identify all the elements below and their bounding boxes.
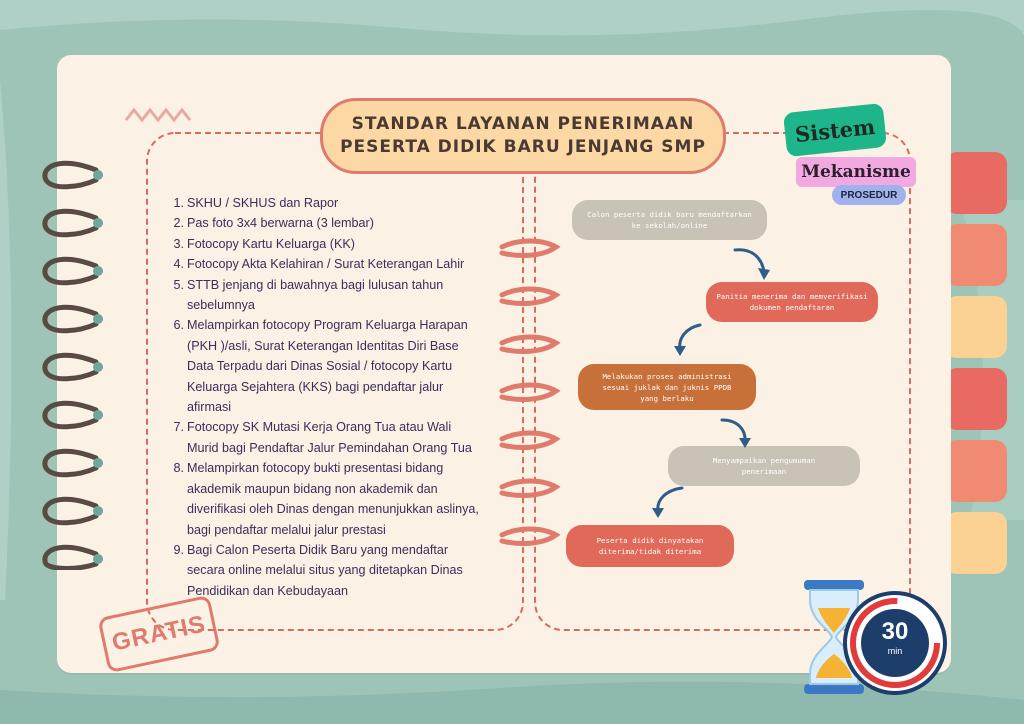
requirement-line: Murid bagi Pendaftar Jalur Pemindahan Or… — [170, 438, 510, 458]
flow-step-text: ke sekolah/online — [631, 221, 708, 230]
requirement-line: afirmasi — [170, 397, 510, 417]
requirement-text: Pas foto 3x4 berwarna (3 lembar) — [187, 216, 374, 231]
flow-step-text: sesuai juklak dan juknis PPDB — [602, 382, 732, 392]
requirement-text: Fotocopy Kartu Keluarga (KK) — [187, 236, 355, 251]
timer-value: 30 — [881, 618, 909, 645]
requirement-line: 8.Melampirkan fotocopy bukti presentasi … — [170, 458, 510, 478]
requirement-number: 5. — [173, 277, 184, 292]
requirement-text: sebelumnya — [187, 298, 255, 313]
requirement-line: diverifikasi oleh Dinas dengan menunjukk… — [170, 499, 510, 519]
flow-step-text: Panitia menerima dan memverifikasi — [716, 292, 868, 301]
requirement-line: secara online melalui situs yang ditetap… — [170, 560, 510, 580]
requirement-line: Data Terpadu dari Dinas Sosial / fotocop… — [170, 356, 510, 376]
prosedur-badge: PROSEDUR — [832, 185, 906, 205]
timer-icon — [843, 591, 947, 695]
requirement-line: 2.Pas foto 3x4 berwarna (3 lembar) — [170, 213, 510, 233]
requirement-text: Pendidikan dan Kebudayaan — [187, 583, 349, 598]
requirement-text: Murid bagi Pendaftar Jalur Pemindahan Or… — [187, 440, 472, 455]
requirement-number: 1. — [173, 196, 184, 210]
requirement-text: Melampirkan fotocopy Program Keluarga Ha… — [187, 318, 468, 333]
requirement-line: Keluarga Sejahtera (KKS) bagi pendaftar … — [170, 377, 510, 397]
flow-step-text: Peserta didik dinyatakan — [596, 536, 704, 545]
requirement-line: 1.SKHU / SKHUS dan Rapor — [170, 193, 510, 213]
tab-red-2[interactable] — [945, 368, 1007, 430]
requirement-line: bagi pendaftar melalui jalur prestasi — [170, 520, 510, 540]
flow-step-text: dokumen pendaftaran — [749, 303, 835, 312]
requirement-line: 9.Bagi Calon Peserta Didik Baru yang men… — [170, 540, 510, 560]
requirement-text: Fotocopy Akta Kelahiran / Surat Keterang… — [187, 257, 465, 272]
mekanisme-badge: Mekanisme — [796, 157, 916, 187]
requirement-text: Data Terpadu dari Dinas Sosial / fotocop… — [187, 359, 453, 374]
timer-unit: min — [887, 646, 903, 656]
requirement-number: 4. — [173, 257, 184, 272]
flow-step-text: penerimaan — [741, 467, 787, 476]
requirement-text: Keluarga Sejahtera (KKS) bagi pendaftar … — [187, 379, 444, 394]
flow-step-text: Melakukan proses administrasi — [602, 371, 732, 381]
requirement-line: 4.Fotocopy Akta Kelahiran / Surat Ketera… — [170, 254, 510, 274]
requirement-number: 2. — [173, 216, 184, 231]
requirement-text: afirmasi — [187, 400, 232, 415]
flow-step-2: Panitia menerima dan memverifikasi dokume… — [706, 282, 878, 322]
flow-step-text: Calon peserta didik baru mendaftarkan — [587, 210, 752, 219]
requirement-text: bagi pendaftar melalui jalur prestasi — [187, 522, 386, 537]
requirement-number: 8. — [173, 461, 184, 476]
title-line-1: STANDAR LAYANAN PENERIMAAN — [351, 114, 695, 134]
requirement-line: 6.Melampirkan fotocopy Program Keluarga … — [170, 315, 510, 335]
requirement-text: Melampirkan fotocopy bukti presentasi bi… — [187, 461, 444, 476]
requirement-number: 7. — [173, 420, 184, 435]
requirement-line: akademik maupun bidang non akademik dan — [170, 479, 510, 499]
tab-salmon[interactable] — [945, 224, 1007, 286]
flow-step-5: Peserta didik dinyatakan diterima/tidak d… — [566, 525, 734, 567]
flow-step-text: yang berlaku — [640, 393, 694, 403]
requirement-line: 7.Fotocopy SK Mutasi Kerja Orang Tua ata… — [170, 417, 510, 437]
requirement-text: diverifikasi oleh Dinas dengan menunjukk… — [187, 502, 479, 517]
requirement-text: (PKH )/asli, Surat Keterangan Identitas … — [187, 338, 459, 353]
hourglass-icon — [804, 580, 864, 694]
requirement-number: 3. — [173, 236, 184, 251]
flow-step-1: Calon peserta didik baru mendaftarkan ke … — [572, 200, 767, 240]
flow-step-4: Menyampaikan pengumuman penerimaan — [668, 446, 860, 486]
flow-step-text: Menyampaikan pengumuman — [712, 456, 816, 465]
requirement-line: 5.STTB jenjang di bawahnya bagi lulusan … — [170, 275, 510, 295]
requirement-number: 6. — [173, 318, 184, 333]
requirement-text: akademik maupun bidang non akademik dan — [187, 481, 438, 496]
requirement-text: SKHU / SKHUS dan Rapor — [187, 196, 339, 210]
center-binding — [499, 238, 561, 546]
title-line-2: PESERTA DIDIK BARU JENJANG SMP — [340, 137, 706, 157]
gratis-label: GRATIS — [109, 610, 209, 657]
requirement-line: sebelumnya — [170, 295, 510, 315]
requirement-line: 3.Fotocopy Kartu Keluarga (KK) — [170, 234, 510, 254]
arrow-1 — [733, 248, 766, 274]
flow-step-text: diterima/tidak diterima — [598, 547, 702, 556]
requirement-number: 9. — [173, 542, 184, 557]
requirement-line: Pendidikan dan Kebudayaan — [170, 581, 510, 601]
requirement-text: STTB jenjang di bawahnya bagi lulusan ta… — [187, 277, 444, 292]
tab-salmon-2[interactable] — [945, 440, 1007, 502]
requirement-text: Bagi Calon Peserta Didik Baru yang menda… — [187, 542, 449, 557]
zigzag-decoration — [124, 107, 192, 123]
tab-yellow-2[interactable] — [945, 512, 1007, 574]
requirement-text: Fotocopy SK Mutasi Kerja Orang Tua atau … — [187, 420, 452, 435]
tab-yellow[interactable] — [945, 296, 1007, 358]
spiral-binding — [42, 160, 103, 570]
page-title: STANDAR LAYANAN PENERIMAAN PESERTA DIDIK… — [320, 98, 726, 174]
requirement-text: secara online melalui situs yang ditetap… — [187, 563, 463, 578]
requirement-line: (PKH )/asli, Surat Keterangan Identitas … — [170, 336, 510, 356]
tab-red[interactable] — [945, 152, 1007, 214]
